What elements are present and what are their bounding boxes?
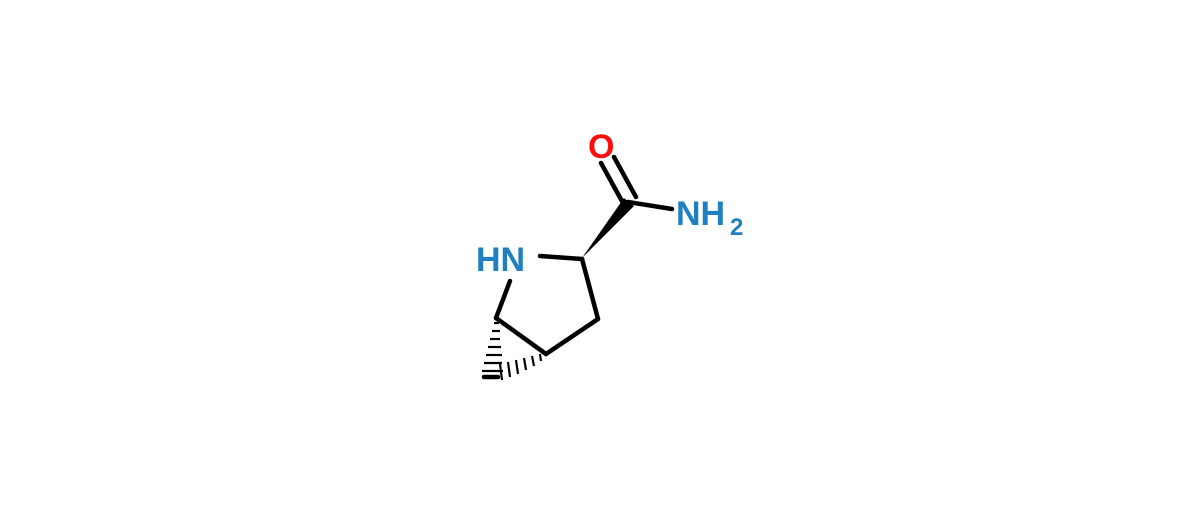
amide-c-n-bond	[625, 199, 675, 212]
ring-c5-c1-bond	[493, 315, 549, 357]
carbonyl-double-bond-2	[611, 154, 639, 200]
wedge-bond-c3-carbonyl	[582, 198, 634, 258]
ring-hn-label: HN	[476, 241, 525, 279]
hashed-bond-c5-c6	[498, 353, 543, 381]
amide-nh-text: NH	[676, 195, 725, 233]
ring-c1-n-bond	[493, 278, 513, 321]
ring-n-c3-bond	[537, 253, 585, 262]
ring-c3-c4-bond	[579, 256, 601, 322]
oxygen-label: O	[588, 128, 614, 166]
carbonyl-double-bond-1	[598, 160, 626, 206]
amide-subscript-text: 2	[730, 214, 743, 241]
amide-nh2-label: NH 2	[676, 195, 743, 241]
ring-c4-c5-bond	[543, 316, 601, 357]
hashed-bond-c1-c6	[482, 321, 503, 373]
